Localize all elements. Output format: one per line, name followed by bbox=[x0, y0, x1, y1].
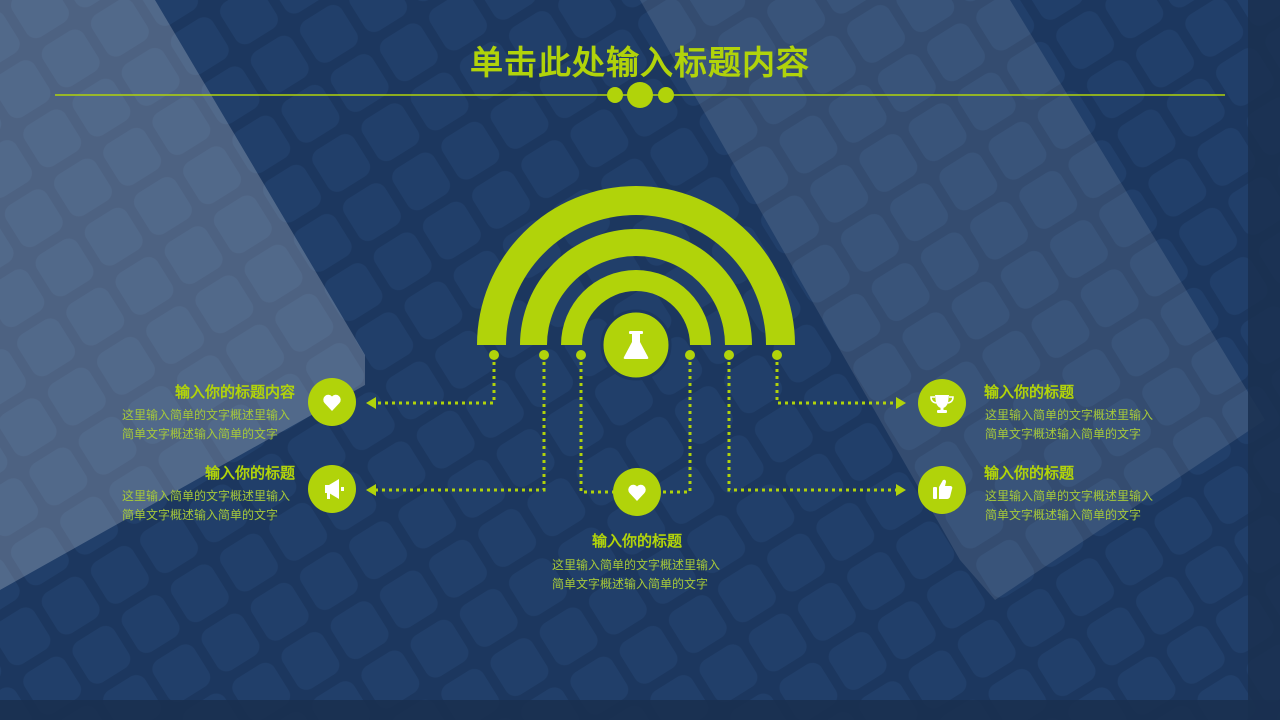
item-1-desc-line-2: 简单文字概述输入简单的文字 bbox=[122, 427, 279, 441]
connector-arrowheads bbox=[366, 397, 906, 496]
item-node-1[interactable] bbox=[308, 378, 356, 426]
arc-middle bbox=[520, 229, 752, 345]
item-node-2[interactable] bbox=[308, 465, 356, 513]
center-node[interactable] bbox=[600, 309, 672, 381]
item-1-description[interactable]: 这里输入简单的文字概述里输入 简单文字概述输入简单的文字 bbox=[122, 406, 312, 444]
item-3-desc-line-2: 简单文字概述输入简单的文字 bbox=[552, 577, 709, 591]
item-3-desc-line-1: 这里输入简单的文字概述里输入 bbox=[552, 558, 721, 572]
item-2-title[interactable]: 输入你的标题 bbox=[204, 464, 295, 482]
item-4-title[interactable]: 输入你的标题 bbox=[984, 383, 1075, 401]
connectors bbox=[372, 355, 900, 494]
item-5-description[interactable]: 这里输入简单的文字概述里输入 简单文字概述输入简单的文字 bbox=[985, 487, 1175, 525]
flask-icon bbox=[623, 331, 649, 359]
item-4-desc-line-2: 简单文字概述输入简单的文字 bbox=[985, 427, 1142, 441]
trophy-icon bbox=[930, 395, 954, 413]
arc-inner bbox=[561, 270, 711, 345]
title-divider bbox=[55, 82, 1225, 108]
item-node-3[interactable] bbox=[613, 468, 661, 516]
item-2-desc-line-2: 简单文字概述输入简单的文字 bbox=[122, 508, 279, 522]
light-band-left bbox=[0, 0, 365, 590]
slide-title[interactable]: 单击此处输入标题内容 bbox=[470, 43, 810, 82]
item-1-desc-line-1: 这里输入简单的文字概述里输入 bbox=[122, 408, 291, 422]
item-node-4[interactable] bbox=[918, 379, 966, 427]
heart-icon bbox=[628, 484, 646, 501]
item-3-description[interactable]: 这里输入简单的文字概述里输入 简单文字概述输入简单的文字 bbox=[552, 556, 742, 594]
item-2-description[interactable]: 这里输入简单的文字概述里输入 简单文字概述输入简单的文字 bbox=[122, 487, 312, 525]
megaphone-icon bbox=[325, 479, 344, 499]
item-4-desc-line-1: 这里输入简单的文字概述里输入 bbox=[985, 408, 1154, 422]
item-5-title[interactable]: 输入你的标题 bbox=[984, 464, 1075, 482]
item-4-description[interactable]: 这里输入简单的文字概述里输入 简单文字概述输入简单的文字 bbox=[985, 406, 1175, 444]
connector-dots bbox=[489, 350, 782, 360]
item-1-title[interactable]: 输入你的标题内容 bbox=[174, 383, 295, 401]
thumbs-up-icon bbox=[933, 479, 953, 499]
item-5-desc-line-1: 这里输入简单的文字概述里输入 bbox=[985, 489, 1154, 503]
rainbow-arcs bbox=[477, 186, 795, 345]
item-5-desc-line-2: 简单文字概述输入简单的文字 bbox=[985, 508, 1142, 522]
item-3-title[interactable]: 输入你的标题 bbox=[591, 532, 682, 550]
arc-outer bbox=[477, 186, 795, 345]
item-2-desc-line-1: 这里输入简单的文字概述里输入 bbox=[122, 489, 291, 503]
item-node-5[interactable] bbox=[918, 466, 966, 514]
heart-icon bbox=[323, 394, 341, 411]
light-band-right bbox=[640, 0, 1265, 600]
